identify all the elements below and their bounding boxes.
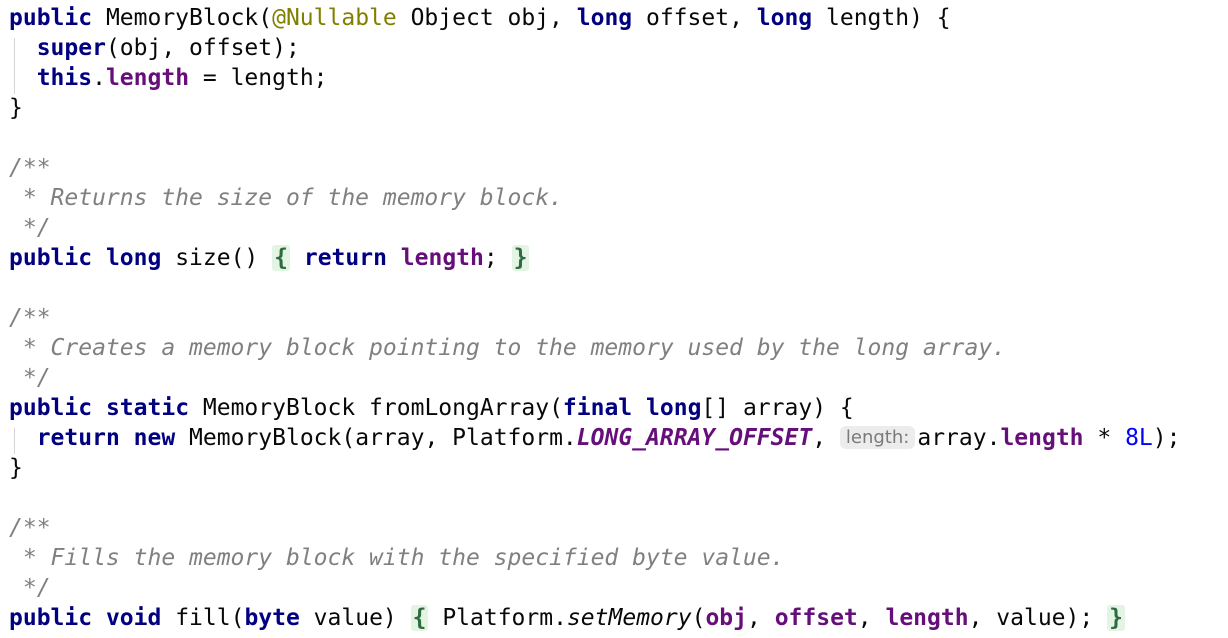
code-line-size-method[interactable]: public long size() { return length; } [9,243,530,273]
javadoc-open: /** [9,515,51,541]
keyword-byte: byte [244,605,300,631]
number-literal: 8L [1125,425,1153,451]
field-length: length [1000,425,1084,451]
paren-open: ( [691,605,706,631]
keyword-final: final [562,395,633,421]
field-length: length [400,245,484,271]
dot: . [92,65,106,91]
field-length: length [885,605,969,631]
keyword-public: public [9,5,93,31]
comma: , [746,605,775,631]
array-ref: array. [917,425,1001,451]
keyword-long: long [756,5,813,31]
code-line-close-brace[interactable]: } [9,453,23,483]
field-offset: offset [774,605,858,631]
keyword-void: void [105,605,162,631]
constant-long-array-offset: LONG_ARRAY_OFFSET [576,425,813,451]
indent-guide [14,428,15,454]
param-obj: Object obj, [396,5,577,31]
keyword-static: static [105,395,190,421]
field-obj: obj [705,605,747,631]
method-fill: fill( [161,605,245,631]
code-line-return-new-block[interactable]: return new MemoryBlock(array, Platform.L… [9,423,1181,453]
keyword-return: return [36,425,120,451]
javadoc-open: /** [9,305,51,331]
assignment: = length; [189,65,328,91]
keyword-long: long [105,245,162,271]
indent-guide [14,38,15,94]
method-from-long-array: MemoryBlock fromLongArray( [189,395,563,421]
keyword-long: long [646,395,702,421]
keyword-public: public [9,395,93,421]
code-line-super-call[interactable]: super(obj, offset); [9,33,300,63]
field-length: length [105,65,190,91]
method-set-memory: setMemory [566,605,692,631]
javadoc-close: */ [9,365,51,391]
param-length: length) { [812,5,951,31]
code-line-from-long-array-signature[interactable]: public static MemoryBlock fromLongArray(… [9,393,854,423]
keyword-super: super [36,35,106,61]
keyword-public: public [9,605,93,631]
param-array: [] array) { [701,395,854,421]
javadoc-size: * Returns the size of the memory block. [9,185,563,211]
fold-open-brace[interactable]: { [272,245,290,271]
semicolon: ; [483,245,498,271]
nullable-annotation: @Nullable [272,5,397,31]
javadoc-fill: * Fills the memory block with the specif… [9,545,785,571]
operator-multiply: * [1083,425,1126,451]
javadoc-close: */ [9,575,51,601]
code-line-fill-method[interactable]: public void fill(byte value) { Platform.… [9,603,1125,633]
param-value: value) [299,605,411,631]
javadoc-open: /** [9,155,51,181]
keyword-public: public [9,245,93,271]
method-size: size() [161,245,273,271]
code-line-assign-length[interactable]: this.length = length; [9,63,328,93]
super-args: (obj, offset); [105,35,300,61]
keyword-this: this [36,65,93,91]
code-line-close-brace[interactable]: } [9,93,23,123]
keyword-new: new [133,425,176,451]
platform-ref: Platform. [428,605,567,631]
comma: , [812,425,840,451]
keyword-long: long [576,5,633,31]
constructor-name: MemoryBlock( [92,5,273,31]
closing-brace: } [9,95,23,121]
fold-open-brace[interactable]: { [410,605,429,631]
parameter-name-hint: length: [839,426,916,449]
param-offset: offset, [632,5,757,31]
javadoc-close: */ [9,215,51,241]
code-line-constructor-signature[interactable]: public MemoryBlock(@Nullable Object obj,… [9,3,951,33]
javadoc-from-long-array: * Creates a memory block pointing to the… [9,335,1006,361]
comma: , [857,605,886,631]
fold-close-brace[interactable]: } [1107,605,1125,631]
closing-brace: } [9,455,23,481]
fold-close-brace[interactable]: } [511,245,530,271]
constructor-call: MemoryBlock(array, Platform. [175,425,577,451]
call-end: ); [1152,425,1181,451]
keyword-return: return [303,245,387,271]
call-tail: , value); [968,605,1108,631]
